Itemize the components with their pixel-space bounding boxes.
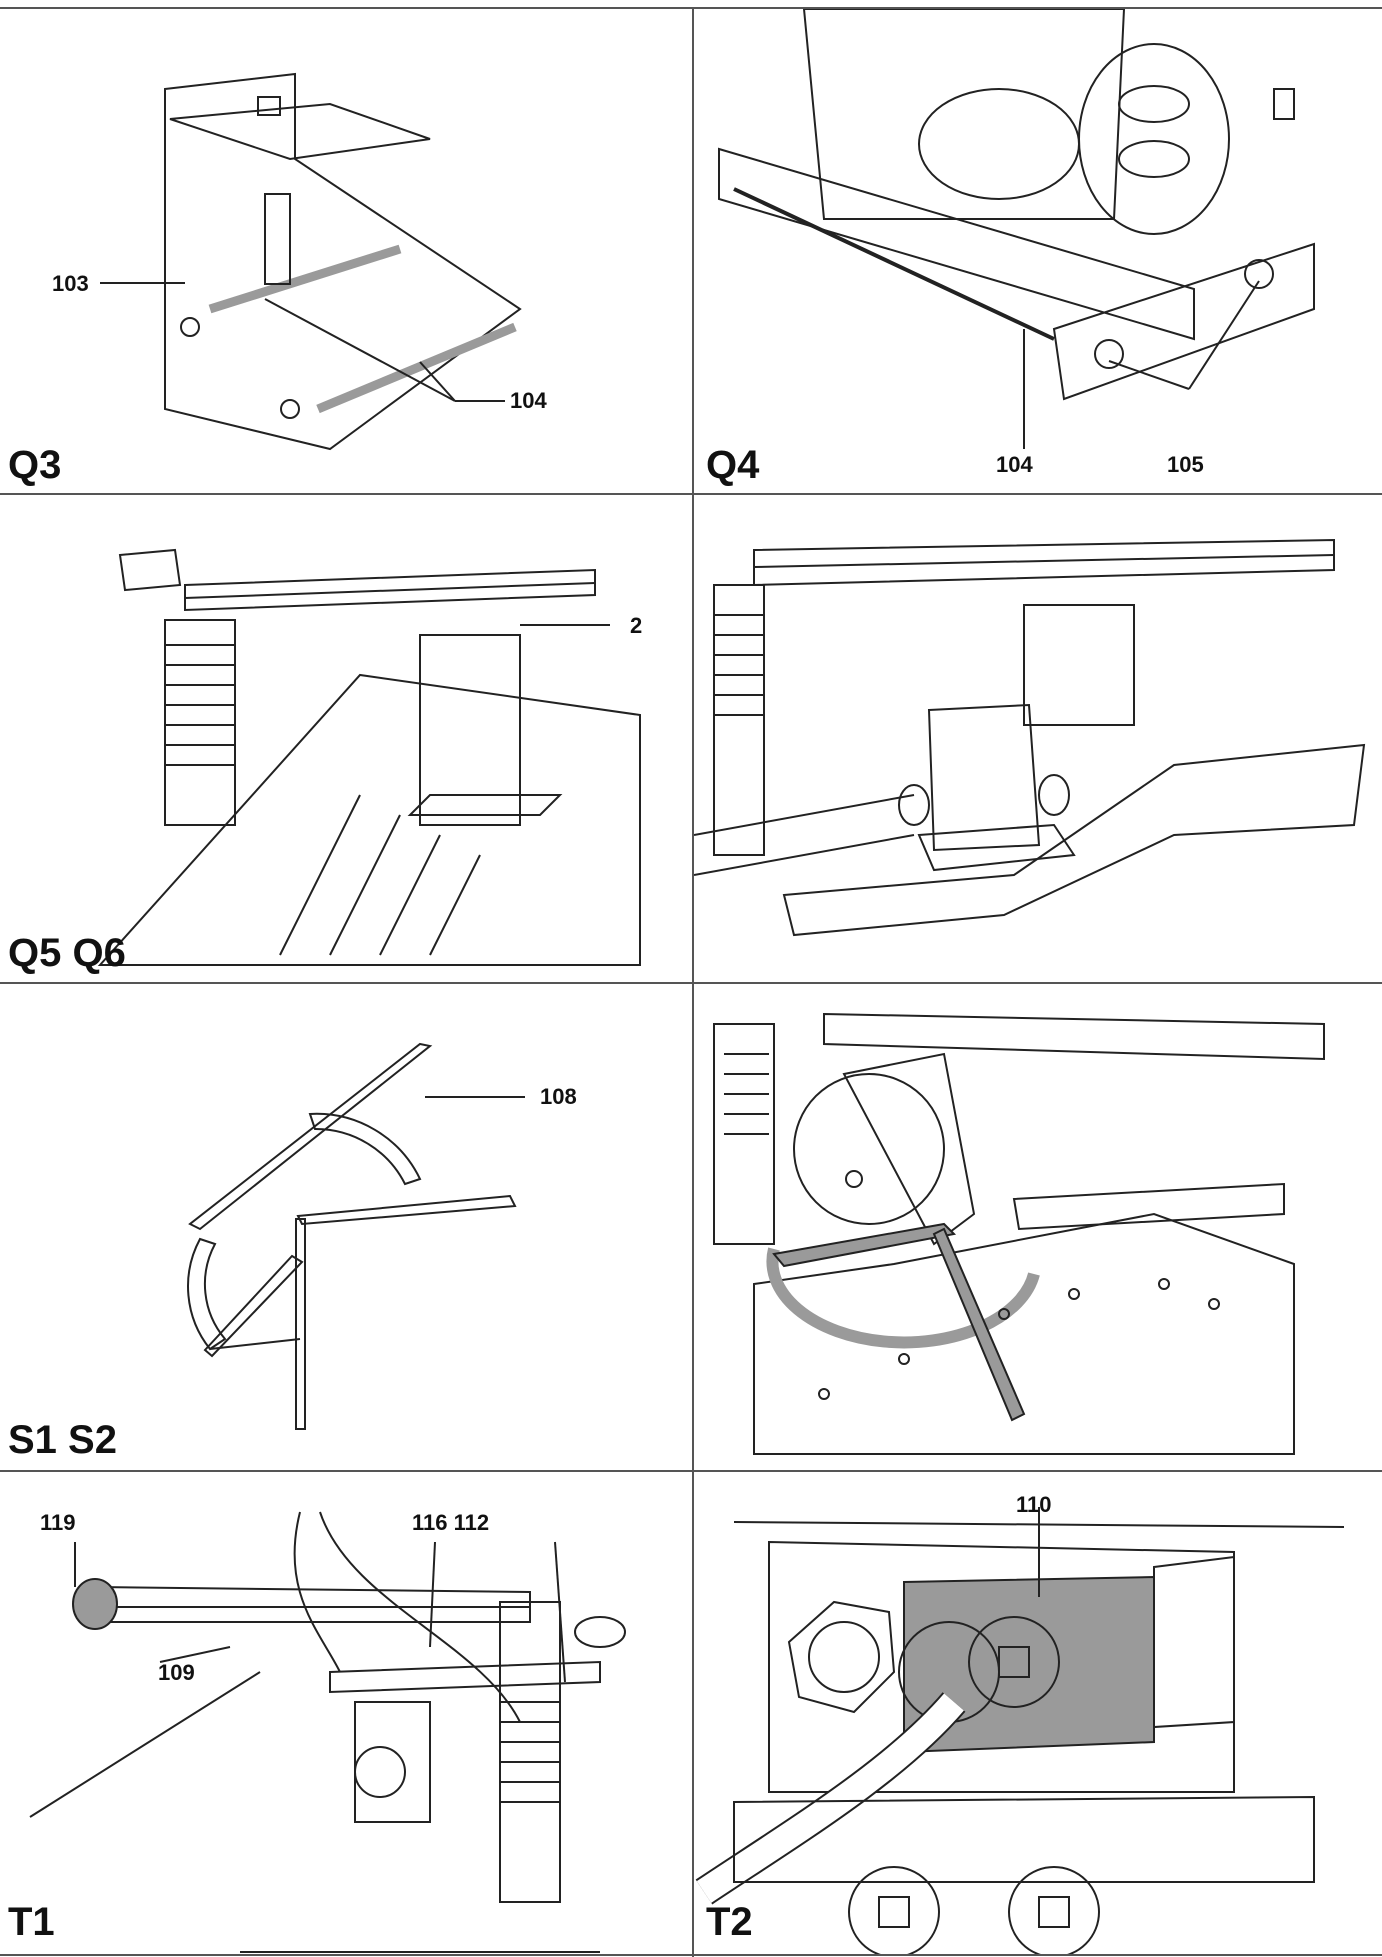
- figure-q5-q6: 2 Q5 Q6: [0, 495, 692, 982]
- figure-q3: 103 104 Q3: [0, 9, 692, 493]
- router-arm-drawing: [694, 538, 1366, 937]
- t1-drawing: [29, 1511, 626, 1953]
- figure-t1: 119 116 112 109 T1: [0, 1472, 692, 1954]
- q4-drawing: [718, 9, 1315, 449]
- figure-label-q5-q6: Q5 Q6: [8, 931, 126, 975]
- t1-callout-109: 109: [158, 1660, 195, 1685]
- figure-label-s1-s2: S1 S2: [8, 1418, 117, 1462]
- t2-callout-110: 110: [1016, 1492, 1052, 1517]
- t1-callout-119: 119: [40, 1510, 76, 1535]
- q5-q6-callout-2: 2: [630, 613, 643, 638]
- t1-callout-116-112: 116 112: [412, 1510, 490, 1535]
- grid-line-center: [692, 7, 694, 1957]
- q3-callout-103: 103: [52, 271, 89, 296]
- s1-s2-drawing: [187, 1042, 525, 1430]
- grid-line-bottom: [0, 1954, 1382, 1956]
- grid-line-top: [0, 7, 1382, 9]
- q3-drawing: [100, 72, 522, 451]
- figure-router-arm: [694, 495, 1382, 982]
- q3-callout-104: 104: [510, 388, 547, 413]
- figure-q4: 104 105 Q4: [694, 9, 1382, 493]
- figure-s1-s2: 108 S1 S2: [0, 984, 692, 1470]
- q4-callout-104: 104: [996, 452, 1033, 477]
- t2-drawing: [695, 1507, 1345, 1954]
- s1-s2-callout-108: 108: [540, 1084, 577, 1109]
- figure-saw-gauge: [694, 984, 1382, 1470]
- figure-label-t1: T1: [8, 1900, 55, 1944]
- figure-label-q3: Q3: [8, 443, 62, 487]
- q5-q6-drawing: [97, 548, 641, 966]
- saw-gauge-drawing: [713, 1012, 1325, 1455]
- figure-label-t2: T2: [706, 1900, 753, 1944]
- grid-line-row3: [0, 1470, 1382, 1472]
- figure-t2: 110 T2: [694, 1472, 1382, 1954]
- grid-line-row2: [0, 982, 1382, 984]
- q4-callout-105: 105: [1167, 452, 1204, 477]
- grid-line-row1: [0, 493, 1382, 495]
- figure-label-q4: Q4: [706, 443, 760, 487]
